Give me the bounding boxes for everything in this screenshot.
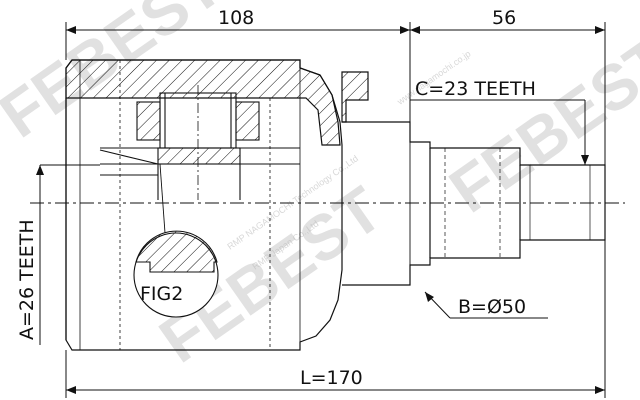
joint-housing [65, 59, 343, 351]
roller-left-hatch [136, 101, 161, 141]
dim-c-arrow [581, 155, 589, 165]
dim-b-arrow [425, 292, 434, 302]
spline-hatch [157, 147, 241, 165]
housing-outline [65, 59, 343, 351]
fig2-leader [159, 163, 166, 234]
dim-170-arrow-left [66, 386, 76, 394]
watermark: FEBEST FEBEST FEBEST RMP NAGAMOCHI Techn… [0, 0, 640, 376]
fig2-detail: FIG2 [133, 163, 219, 318]
boot-flange [341, 71, 369, 123]
dimension-lines [36, 22, 606, 398]
dim-170-arrow-right [595, 386, 605, 394]
fig2-hatch [135, 230, 218, 273]
dim-b-label: B=Ø50 [458, 296, 526, 318]
housing-wall-hatch [65, 59, 341, 146]
dim-c-label: C=23 TEETH [415, 78, 536, 100]
fig2-label: FIG2 [140, 283, 183, 305]
dim-108-arrow-left [66, 26, 76, 34]
dim-56-label: 56 [492, 7, 516, 29]
dim-56-arrow-right [595, 26, 605, 34]
dim-170-label: L=170 [300, 367, 363, 389]
spline-leader [99, 149, 159, 176]
dim-108-arrow-right [400, 26, 410, 34]
dim-a-arrow [36, 165, 44, 175]
inner-spline-section [99, 85, 300, 200]
dim-a-label: A=26 TEETH [16, 219, 38, 340]
dim-108-label: 108 [218, 7, 254, 29]
roller-right-hatch [235, 101, 260, 141]
dim-56-arrow-left [410, 26, 420, 34]
